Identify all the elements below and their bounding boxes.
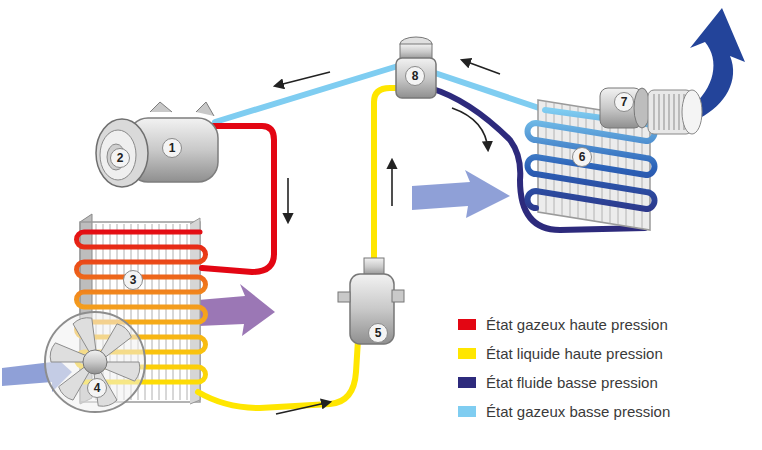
- compressor: [96, 102, 218, 187]
- callout-number: 4: [87, 378, 107, 398]
- legend-swatch: [458, 377, 476, 388]
- callout-number: 6: [572, 147, 592, 167]
- legend-text: État gazeux haute pression: [486, 316, 668, 333]
- legend-swatch: [458, 406, 476, 417]
- callout-number: 2: [110, 148, 130, 168]
- legend-swatch: [458, 348, 476, 359]
- callout-number: 8: [405, 66, 425, 86]
- blower-motor: [600, 88, 702, 134]
- callout-number: 1: [162, 138, 182, 158]
- expansion-valve: [396, 37, 436, 98]
- callout-number: 5: [368, 323, 388, 343]
- legend-text: État gazeux basse pression: [486, 403, 670, 420]
- legend-text: État fluide basse pression: [486, 374, 658, 391]
- legend-row: État gazeux haute pression: [458, 313, 668, 335]
- legend-swatch: [458, 319, 476, 330]
- callout-number: 3: [123, 270, 143, 290]
- callout-number: 7: [614, 92, 634, 112]
- receiver-drier: [338, 258, 404, 344]
- legend-row: État liquide haute pression: [458, 342, 663, 364]
- legend-text: État liquide haute pression: [486, 345, 663, 362]
- condenser-fan: [45, 312, 145, 412]
- legend-row: État fluide basse pression: [458, 371, 658, 393]
- legend-row: État gazeux basse pression: [458, 400, 670, 422]
